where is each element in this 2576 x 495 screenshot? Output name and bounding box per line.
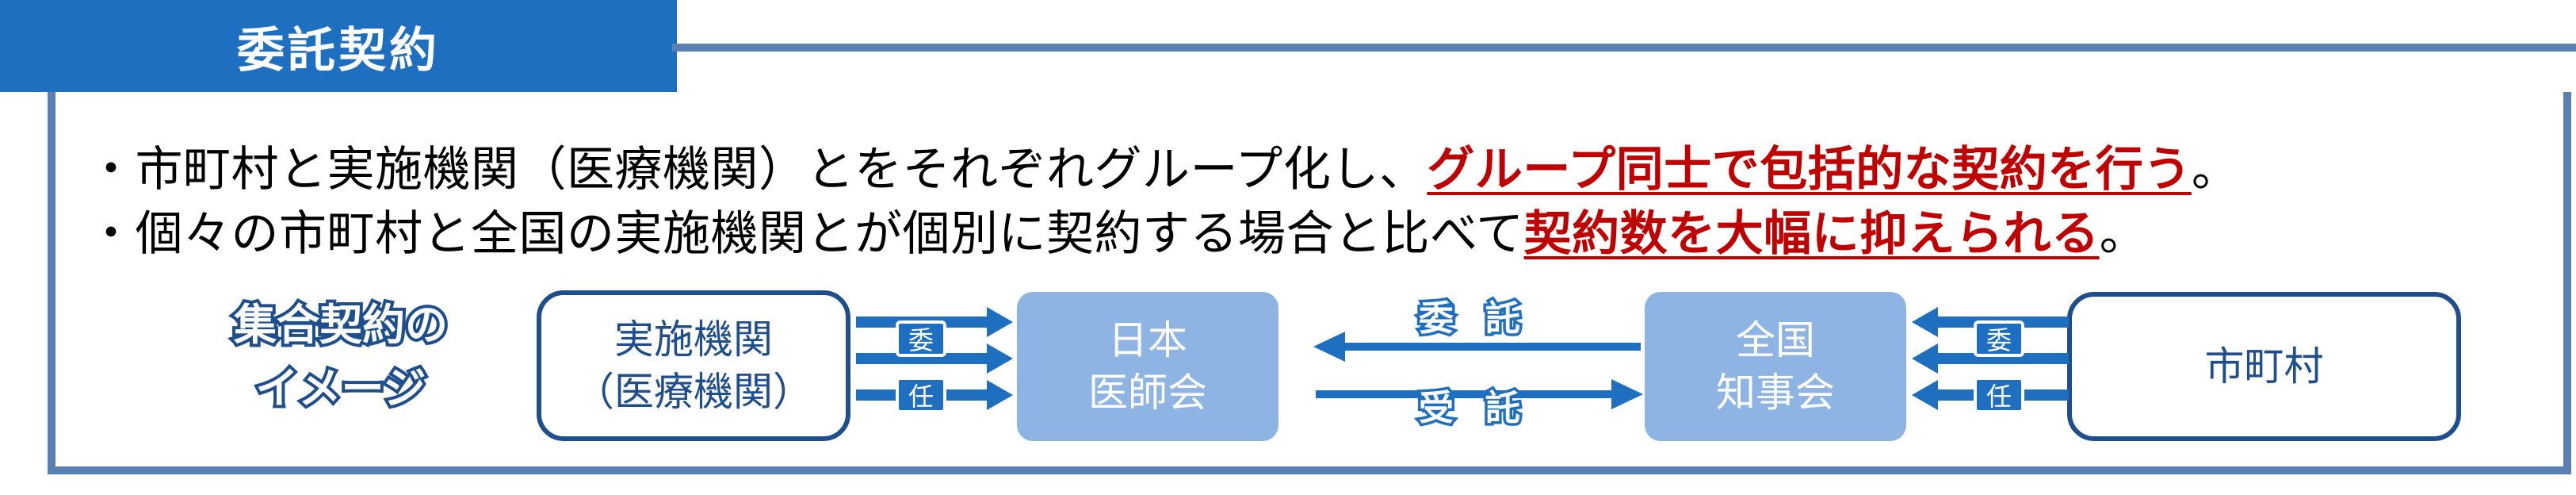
diagram-caption: 集合契約の イメージ: [198, 294, 483, 420]
node-implementing-line-1: 実施機関: [614, 317, 773, 363]
bullet-2-text: ・個々の市町村と全国の実施機関とが個別に契約する場合と比べて: [87, 206, 1524, 262]
arrow-entrust-head: [1313, 332, 1345, 362]
label-left-nin: 任: [896, 377, 946, 413]
node-municipalities-label: 市町村: [2204, 343, 2324, 389]
arrow-right-middle-head: [1912, 343, 1938, 374]
bullet-line-2: ・個々の市町村と全国の実施機関とが個別に契約する場合と比べて契約数を大幅に抑えら…: [87, 195, 2147, 264]
node-governors-line-1: 全国: [1736, 317, 1815, 363]
arrow-right-upper-head: [1912, 307, 1938, 337]
node-municipalities: 市町村: [2067, 292, 2461, 441]
bullet-1-end: 。: [2191, 142, 2240, 198]
bullet-2-emphasis: 契約数を大幅に抑えられる: [1523, 206, 2100, 262]
arrow-accept-head: [1611, 379, 1643, 409]
delegation-arrows-right: [1912, 307, 2069, 410]
bullet-1-text: ・市町村と実施機関（医療機関）とをそれぞれグループ化し、: [87, 142, 1428, 198]
bullet-line-1: ・市町村と実施機関（医療機関）とをそれぞれグループ化し、グループ同士で包括的な契…: [87, 131, 2239, 200]
arrow-right-middle-shaft: [1934, 353, 2069, 364]
section-title: 委託契約: [237, 22, 440, 79]
bullet-2-end: 。: [2099, 206, 2148, 262]
label-accept-entrustment: 受託: [1416, 386, 1552, 432]
arrow-left-middle-shaft: [856, 353, 991, 364]
arrow-entrust-shaft: [1343, 343, 1641, 351]
node-governors-association: 全国 知事会: [1645, 292, 1906, 441]
arrow-left-middle-head: [987, 343, 1013, 374]
node-implementing-line-2: （医療機関）: [575, 369, 812, 415]
node-japan-medical-association: 日本 医師会: [1017, 292, 1278, 441]
diagram-caption-line-1: 集合契約の: [231, 297, 451, 353]
label-left-i: 委: [896, 320, 946, 357]
label-right-nin: 任: [1974, 377, 2024, 413]
node-governors-line-2: 知事会: [1716, 370, 1835, 416]
panel-top-border: [672, 44, 2576, 52]
arrow-accept-shaft: [1316, 390, 1613, 398]
arrow-left-lower-head: [987, 380, 1013, 410]
label-entrust: 委託: [1416, 296, 1552, 342]
node-implementing-institutions: 実施機関 （医療機関）: [537, 290, 850, 441]
node-jma-line-1: 日本: [1108, 317, 1187, 363]
arrow-right-lower-head: [1912, 380, 1938, 410]
arrow-left-upper-head: [987, 307, 1013, 337]
contract-arrows-middle: [1313, 332, 1643, 409]
bullet-1-emphasis: グループ同士で包括的な契約を行う: [1427, 142, 2192, 198]
node-jma-line-2: 医師会: [1088, 370, 1207, 416]
diagram-caption-line-2: イメージ: [253, 360, 430, 416]
content-panel: [48, 92, 2571, 474]
label-right-i: 委: [1974, 320, 2024, 357]
section-tab: 委託契約: [0, 0, 677, 92]
